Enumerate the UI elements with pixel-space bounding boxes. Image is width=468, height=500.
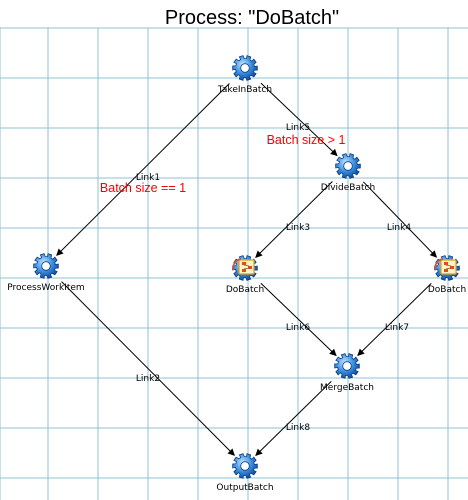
link-3[interactable]: Link3 xyxy=(255,181,333,258)
link-condition-label: Batch size == 1 xyxy=(100,181,186,195)
gear-icon xyxy=(335,153,361,179)
link-4[interactable]: Link4 xyxy=(362,181,438,258)
node-label: DoBatch xyxy=(428,285,466,295)
link-arrow[interactable] xyxy=(56,83,230,256)
gear-icon xyxy=(232,55,258,81)
link-arrow[interactable] xyxy=(260,282,337,357)
node-label: DoBatch xyxy=(226,285,264,295)
link-8[interactable]: Link8 xyxy=(255,381,332,456)
link-condition-label: Batch size > 1 xyxy=(267,133,346,147)
node-divide-batch[interactable]: DivideBatch xyxy=(321,153,375,193)
link-arrow[interactable] xyxy=(362,181,438,258)
link-6[interactable]: Link6 xyxy=(260,282,337,357)
node-process-work-item[interactable]: ProcessWorkItem xyxy=(7,253,85,293)
node-take-in-batch[interactable]: TakeInBatch xyxy=(217,55,272,95)
subprocess-icon xyxy=(434,255,460,281)
link-arrow[interactable] xyxy=(357,283,432,356)
node-label: TakeInBatch xyxy=(217,85,272,95)
gear-icon xyxy=(232,453,258,479)
subprocess-icon xyxy=(232,255,258,281)
background-grid xyxy=(0,27,468,500)
node-label: MergeBatch xyxy=(320,383,374,393)
node-label: OutputBatch xyxy=(216,483,273,493)
node-label: ProcessWorkItem xyxy=(7,283,84,293)
link-label: Link2 xyxy=(136,374,160,384)
link-arrow[interactable] xyxy=(255,181,333,258)
link-label: Link7 xyxy=(385,323,409,333)
link-label: Link5 xyxy=(286,123,310,133)
link-label: Link1 xyxy=(136,173,160,183)
link-label: Link4 xyxy=(387,223,411,233)
link-arrow[interactable] xyxy=(260,82,338,157)
link-2[interactable]: Link2 xyxy=(61,281,235,456)
node-do-batch-left[interactable]: DoBatch xyxy=(226,255,264,295)
node-label: DivideBatch xyxy=(321,183,375,193)
link-arrow[interactable] xyxy=(61,281,235,456)
node-merge-batch[interactable]: MergeBatch xyxy=(320,353,374,393)
link-label: Link3 xyxy=(286,223,310,233)
gear-icon xyxy=(334,353,360,379)
link-label: Link6 xyxy=(286,323,310,333)
link-arrow[interactable] xyxy=(255,381,332,456)
node-output-batch[interactable]: OutputBatch xyxy=(216,453,274,493)
link-label: Link8 xyxy=(286,423,310,433)
link-7[interactable]: Link7 xyxy=(357,283,432,356)
page-title: Process: "DoBatch" xyxy=(165,7,339,29)
node-do-batch-right[interactable]: DoBatch xyxy=(428,255,466,295)
gear-icon xyxy=(33,253,59,279)
